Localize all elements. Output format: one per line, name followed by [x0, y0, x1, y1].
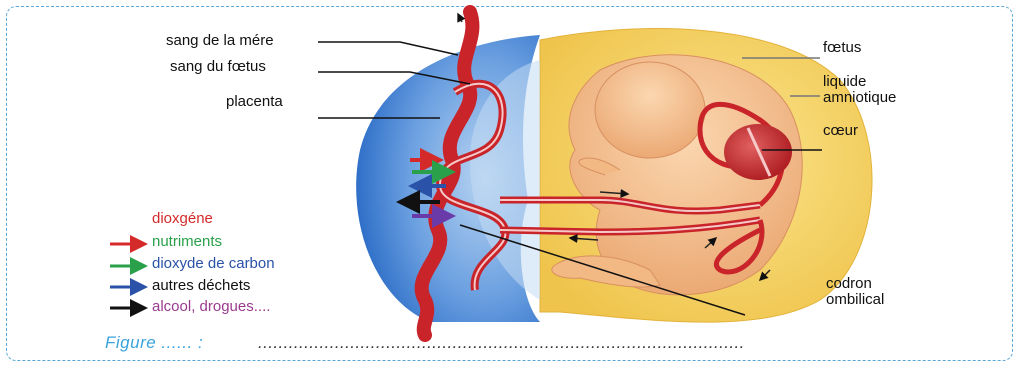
label-fetus-blood: sang du fœtus	[170, 59, 266, 75]
legend-co2: dioxyde de carbon	[152, 256, 275, 272]
label-mother-blood: sang de la mére	[166, 33, 274, 49]
label-fetus: fœtus	[823, 40, 861, 56]
legend-waste: autres déchets	[152, 278, 250, 294]
label-amniotic-fluid: liquide amniotique	[823, 74, 896, 106]
label-umbilical-cord: codron ombilical	[826, 276, 884, 308]
fetus-head	[595, 62, 705, 158]
legend-nutrients: nutriments	[152, 234, 222, 250]
label-heart: cœur	[823, 123, 858, 139]
legend-alcohol-drugs: alcool, drogues....	[152, 299, 270, 315]
figure-caption-fill: ........................................…	[258, 333, 745, 353]
figure-caption: Figure ...... :	[105, 333, 203, 353]
leader-mother-blood	[318, 42, 458, 55]
label-placenta: placenta	[226, 94, 283, 110]
legend-oxygen: dioxgéne	[152, 211, 213, 227]
